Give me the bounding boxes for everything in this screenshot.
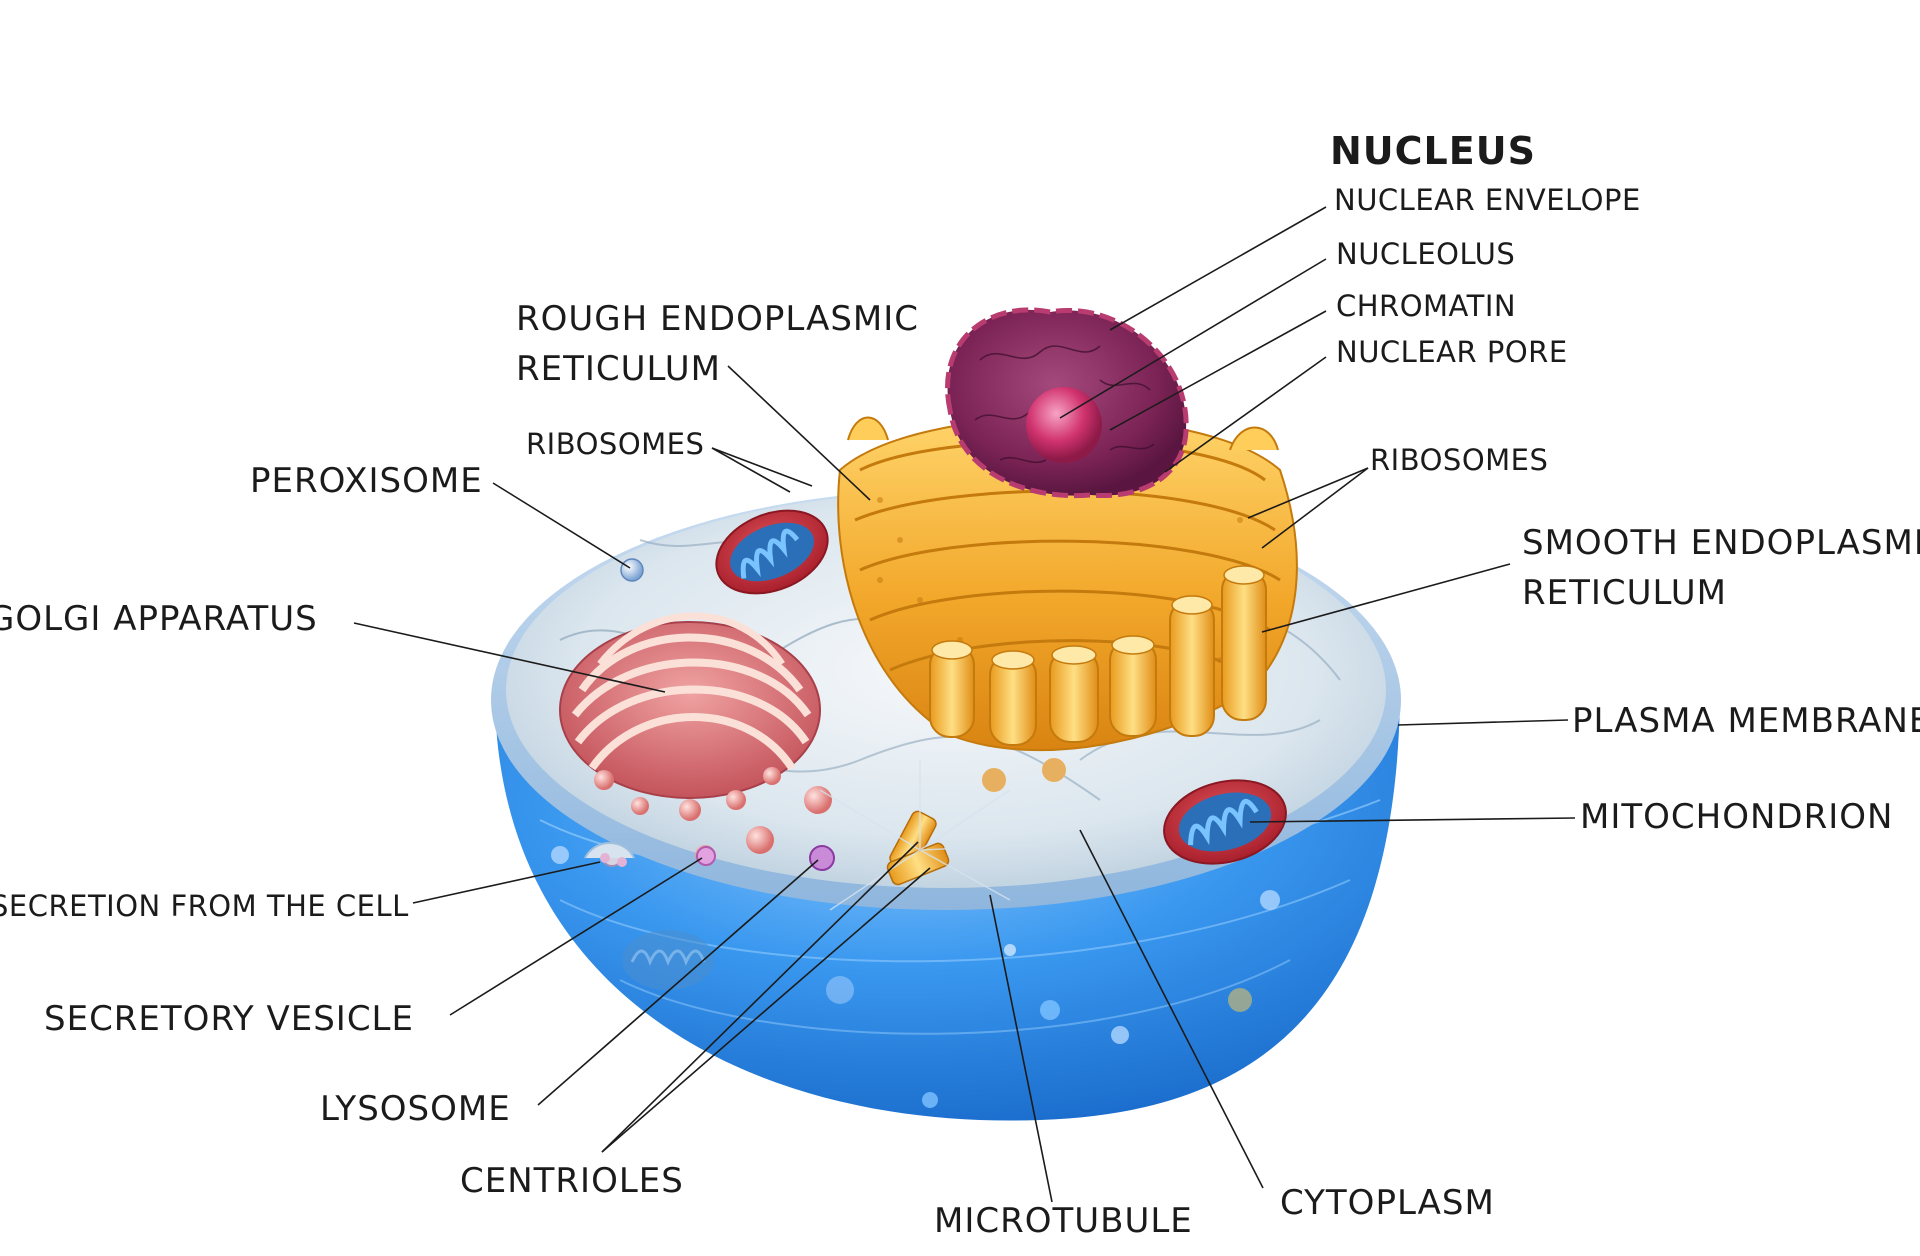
nucleolus-shape [1026,387,1102,463]
label-smooth-er-line2: RETICULUM [1522,573,1727,613]
peroxisome-shape [620,558,644,582]
label-cytoplasm: CYTOPLASM [1280,1183,1495,1223]
secretion-bump [584,842,635,867]
label-smooth-er-line1: SMOOTH ENDOPLASMIC [1522,523,1920,563]
mitochondrion-right [1163,779,1287,865]
label-secretory-vesicle: SECRETORY VESICLE [44,999,414,1039]
label-ribosomes-left: RIBOSOMES [526,427,705,461]
label-secretion: SECRETION FROM THE CELL [0,889,409,923]
label-nucleus: NUCLEUS [1330,129,1536,173]
nucleus-shape [945,307,1189,499]
leader-lines [353,206,1576,1203]
cytoplasm-bubbles [551,846,1280,1108]
label-chromatin: CHROMATIN [1336,289,1517,323]
label-nuclear-pore: NUCLEAR PORE [1336,335,1568,369]
label-plasma-membrane: PLASMA MEMBRANE [1572,701,1920,741]
centrioles-shape [819,760,1041,911]
label-rough-er-line1: ROUGH ENDOPLASMIC [516,299,920,339]
label-ribosomes-right: RIBOSOMES [1370,443,1549,477]
label-rough-er-line2: RETICULUM [516,349,721,389]
label-mitochondrion: MITOCHONDRION [1580,797,1894,837]
label-centrioles: CENTRIOLES [460,1161,684,1201]
label-lysosome: LYSOSOME [320,1089,511,1129]
label-microtubule: MICROTUBULE [934,1201,1193,1241]
label-peroxisome: PEROXISOME [250,461,483,501]
golgi-apparatus-shape [559,612,821,821]
label-golgi-apparatus: GOLGI APPARATUS [0,599,318,639]
label-nuclear-envelope: NUCLEAR ENVELOPE [1334,183,1641,217]
endoplasmic-reticulum-shape [837,416,1298,752]
label-nucleolus: NUCLEOLUS [1336,237,1516,271]
mitochondrion-top [715,509,829,595]
